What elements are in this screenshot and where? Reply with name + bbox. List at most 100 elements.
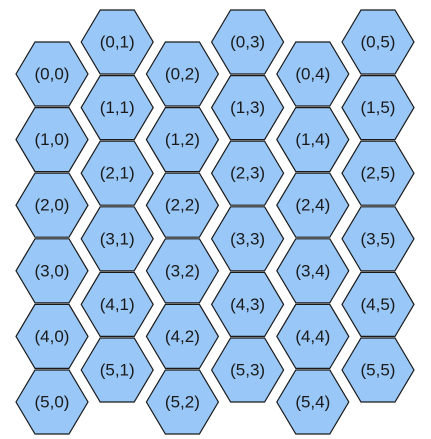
hex-cell: (1,1) xyxy=(80,74,154,141)
hex-cell: (3,5) xyxy=(341,206,415,272)
hex-cell: (0,4) xyxy=(276,41,350,107)
hex-cell: (5,3) xyxy=(210,337,285,403)
hex-cell: (1,0) xyxy=(15,106,89,173)
hexagon-shape xyxy=(276,172,350,238)
hex-cell-label: (0,0) xyxy=(35,65,70,84)
hexagon-shape xyxy=(145,172,220,238)
hexagon-shape xyxy=(80,9,154,75)
hex-cell: (0,3) xyxy=(210,9,285,75)
hex-cell: (4,3) xyxy=(210,271,285,337)
hex-cell: (1,3) xyxy=(210,74,285,141)
hex-cell-label: (5,4) xyxy=(295,393,330,412)
hex-cell-label: (0,2) xyxy=(165,65,200,84)
hex-cell: (5,1) xyxy=(80,337,154,403)
hexagon-shape xyxy=(341,206,415,272)
hex-cell-label: (5,2) xyxy=(165,393,200,412)
hex-cell-label: (4,3) xyxy=(230,295,265,314)
hex-cell: (2,5) xyxy=(341,140,415,206)
hexagon-shape xyxy=(15,303,89,369)
hex-cell-label: (4,2) xyxy=(165,327,200,346)
hex-cell: (5,5) xyxy=(341,337,415,403)
hex-cell: (0,5) xyxy=(341,9,415,75)
hex-cell-label: (2,3) xyxy=(230,164,265,183)
hexagon-shape xyxy=(276,41,350,107)
hex-cell-label: (2,4) xyxy=(295,196,330,215)
hexagon-shape xyxy=(80,337,154,403)
hexagon-shape xyxy=(341,271,415,337)
hex-cell-label: (0,5) xyxy=(361,33,396,52)
hex-cell: (0,0) xyxy=(15,41,89,107)
hexagon-shape xyxy=(15,41,89,107)
hexagon-shape xyxy=(80,140,154,206)
hexagon-shape xyxy=(145,303,220,369)
hex-cell-label: (1,0) xyxy=(35,130,70,149)
hex-cell-label: (3,2) xyxy=(165,261,200,280)
hexagon-shape xyxy=(210,140,285,206)
hexagon-shape xyxy=(15,238,89,304)
hex-cell-label: (2,5) xyxy=(361,164,396,183)
hexagon-shape xyxy=(145,238,220,304)
hexagon-shape xyxy=(341,74,415,141)
hex-cell-label: (3,3) xyxy=(230,229,265,248)
hex-cell: (3,3) xyxy=(210,206,285,272)
hex-cell: (4,4) xyxy=(276,303,350,369)
hex-cell-label: (4,4) xyxy=(295,327,330,346)
hex-cells: (0,0) (0,1) (0,2) (0,3) (0,4) (0,5) (1,0) (1,1)… xyxy=(15,9,415,435)
hex-cell: (3,1) xyxy=(80,206,154,272)
hexagon-shape xyxy=(341,140,415,206)
hexagon-shape xyxy=(210,9,285,75)
hex-cell-label: (3,1) xyxy=(100,229,135,248)
hexagon-shape xyxy=(145,106,220,173)
hex-cell: (4,0) xyxy=(15,303,89,369)
hex-cell: (1,4) xyxy=(276,106,350,173)
hex-cell: (4,1) xyxy=(80,271,154,337)
hex-cell: (4,5) xyxy=(341,271,415,337)
hex-cell: (5,4) xyxy=(276,369,350,435)
hexagon-shape xyxy=(276,369,350,435)
hex-cell: (3,2) xyxy=(145,238,220,304)
hexagon-shape xyxy=(15,106,89,173)
hex-cell-label: (1,3) xyxy=(230,98,265,117)
hex-cell-label: (3,5) xyxy=(361,229,396,248)
hex-cell-label: (1,2) xyxy=(165,130,200,149)
hex-cell-label: (2,2) xyxy=(165,196,200,215)
hex-cell-label: (0,3) xyxy=(230,33,265,52)
hex-cell: (0,2) xyxy=(145,41,220,107)
hex-cell: (2,3) xyxy=(210,140,285,206)
hex-cell: (2,4) xyxy=(276,172,350,238)
hex-cell: (5,0) xyxy=(15,369,89,435)
hexagon-shape xyxy=(341,337,415,403)
hexagon-shape xyxy=(210,271,285,337)
hex-cell: (1,2) xyxy=(145,106,220,173)
hexagon-shape xyxy=(145,369,220,435)
hex-cell: (2,2) xyxy=(145,172,220,238)
hexagon-shape xyxy=(341,9,415,75)
hex-cell-label: (2,1) xyxy=(100,164,135,183)
hexagon-shape xyxy=(210,206,285,272)
hex-cell-label: (3,4) xyxy=(295,261,330,280)
hexagon-shape xyxy=(80,206,154,272)
hexagon-shape xyxy=(276,303,350,369)
hex-cell-label: (5,5) xyxy=(361,361,396,380)
hexagon-shape xyxy=(15,369,89,435)
hexagon-shape xyxy=(276,106,350,173)
hex-cell-label: (5,3) xyxy=(230,361,265,380)
hexagon-shape xyxy=(145,41,220,107)
hex-cell-label: (1,5) xyxy=(361,98,396,117)
hex-cell-label: (0,1) xyxy=(100,33,135,52)
hex-cell-label: (3,0) xyxy=(35,261,70,280)
hexagon-shape xyxy=(210,337,285,403)
hexagon-shape xyxy=(210,74,285,141)
hex-cell-label: (5,0) xyxy=(35,393,70,412)
hex-cell: (0,1) xyxy=(80,9,154,75)
hex-cell-label: (1,1) xyxy=(100,98,135,117)
hex-cell: (2,1) xyxy=(80,140,154,206)
hex-cell-label: (1,4) xyxy=(295,130,330,149)
hex-cell: (3,0) xyxy=(15,238,89,304)
hexagon-shape xyxy=(15,172,89,238)
hex-cell: (4,2) xyxy=(145,303,220,369)
hex-cell: (1,5) xyxy=(341,74,415,141)
hex-cell: (3,4) xyxy=(276,238,350,304)
hex-cell-label: (5,1) xyxy=(100,361,135,380)
